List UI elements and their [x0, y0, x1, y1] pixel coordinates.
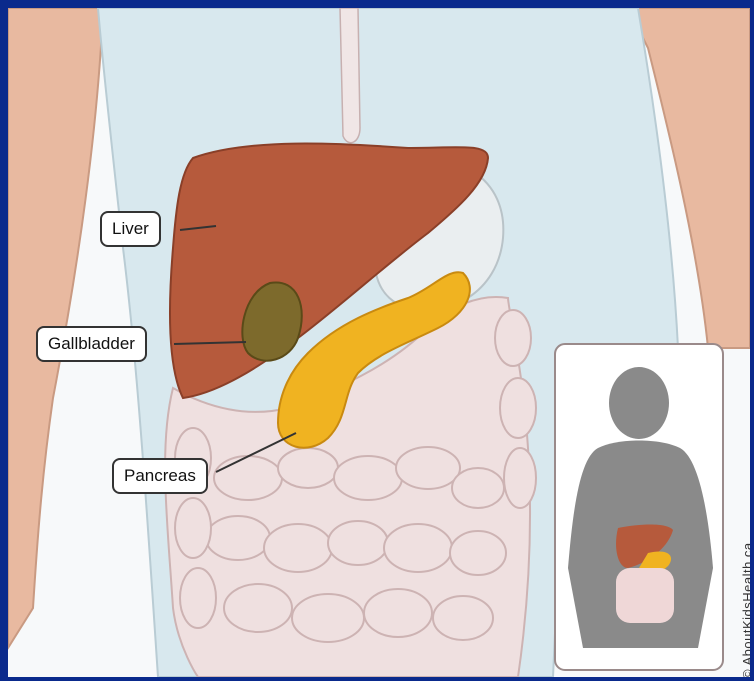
pancreas-label: Pancreas	[112, 458, 208, 494]
esophagus	[340, 8, 360, 143]
inset-intestines	[616, 568, 674, 623]
copyright-credit: © AboutKidsHealth.ca	[740, 542, 750, 677]
inset-panel	[555, 344, 723, 670]
gallbladder-label: Gallbladder	[36, 326, 147, 362]
anatomy-illustration: Liver Gallbladder Pancreas © AboutKidsHe…	[8, 8, 750, 677]
liver-label: Liver	[100, 211, 161, 247]
